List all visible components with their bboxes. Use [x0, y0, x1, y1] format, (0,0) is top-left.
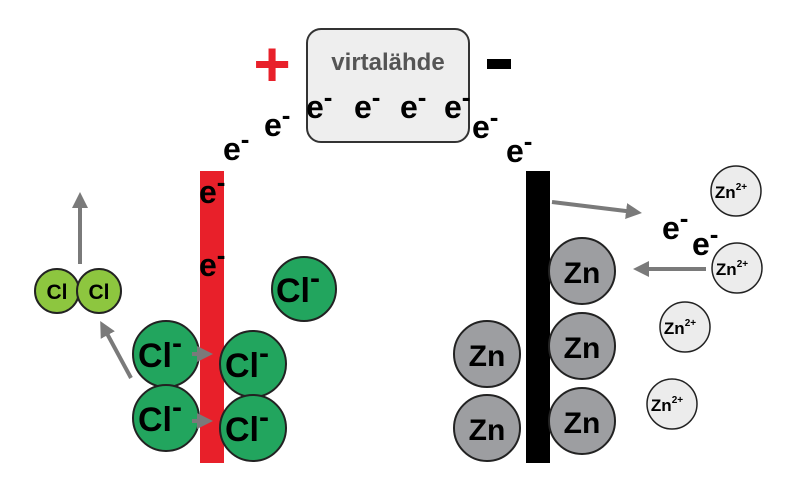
- zinc-ion: Zn2+: [646, 378, 698, 430]
- svg-text:Cl-: Cl-: [225, 401, 269, 449]
- chlorine-molecule: Cl Cl: [34, 268, 122, 314]
- zinc-ion: Zn2+: [659, 301, 711, 353]
- arrows: [72, 192, 706, 429]
- electron: e-: [444, 82, 470, 125]
- svg-text:Cl-: Cl-: [138, 327, 182, 375]
- chloride-ion: Cl-: [132, 384, 200, 452]
- chlorine-atom-label: Cl: [47, 281, 68, 304]
- zinc-atom: Zn: [453, 320, 521, 388]
- zinc-atom: Zn: [548, 387, 616, 455]
- arrow-diagonal-icon: [100, 320, 133, 379]
- svg-text:Zn: Zn: [564, 257, 601, 290]
- power-source-label: virtalähde: [331, 49, 444, 76]
- arrow-right-icon: [551, 200, 642, 219]
- svg-text:Zn2+: Zn2+: [715, 182, 747, 202]
- electron: e-: [400, 82, 426, 125]
- chloride-ion: Cl-: [219, 394, 287, 462]
- electrons-circuit: e- e- e- e- e- e- e- e-: [223, 82, 532, 169]
- power-source: + virtalähde -: [253, 28, 511, 143]
- electron: e-: [472, 102, 498, 145]
- svg-text:Zn: Zn: [469, 414, 506, 447]
- svg-text:Zn2+: Zn2+: [651, 395, 683, 415]
- plus-sign: +: [253, 28, 290, 100]
- negative-electrode: [526, 171, 550, 463]
- chlorine-atom-label: Cl: [89, 281, 110, 304]
- svg-text:Zn: Zn: [469, 340, 506, 373]
- svg-text:Cl-: Cl-: [225, 337, 269, 385]
- zinc-atom: Zn: [453, 394, 521, 462]
- chlorine-atom: [76, 268, 122, 314]
- electron: e-: [264, 100, 290, 143]
- minus-sign: [487, 59, 511, 69]
- electron: e-: [223, 124, 249, 167]
- electron: e-: [662, 203, 688, 246]
- chloride-ion: Cl-: [271, 256, 337, 322]
- zinc-atom: Zn: [548, 237, 616, 305]
- svg-text:Zn2+: Zn2+: [716, 259, 748, 279]
- electron: e-: [354, 82, 380, 125]
- electron: e-: [306, 82, 332, 125]
- svg-text:Cl-: Cl-: [276, 262, 320, 310]
- zinc-ion: Zn2+: [710, 165, 762, 217]
- power-source-box: [306, 28, 470, 143]
- svg-text:Zn2+: Zn2+: [664, 318, 696, 338]
- electron: e-: [692, 219, 718, 262]
- svg-text:Zn: Zn: [564, 407, 601, 440]
- svg-text:Cl-: Cl-: [138, 391, 182, 439]
- chloride-ion: Cl-: [219, 330, 287, 398]
- electron: e-: [199, 167, 225, 210]
- electron: e-: [199, 240, 225, 283]
- zinc-ion: Zn2+: [711, 242, 763, 294]
- chloride-ion: Cl-: [132, 320, 200, 388]
- electron: e-: [506, 126, 532, 169]
- zinc-atom: Zn: [548, 312, 616, 380]
- svg-text:Zn: Zn: [564, 332, 601, 365]
